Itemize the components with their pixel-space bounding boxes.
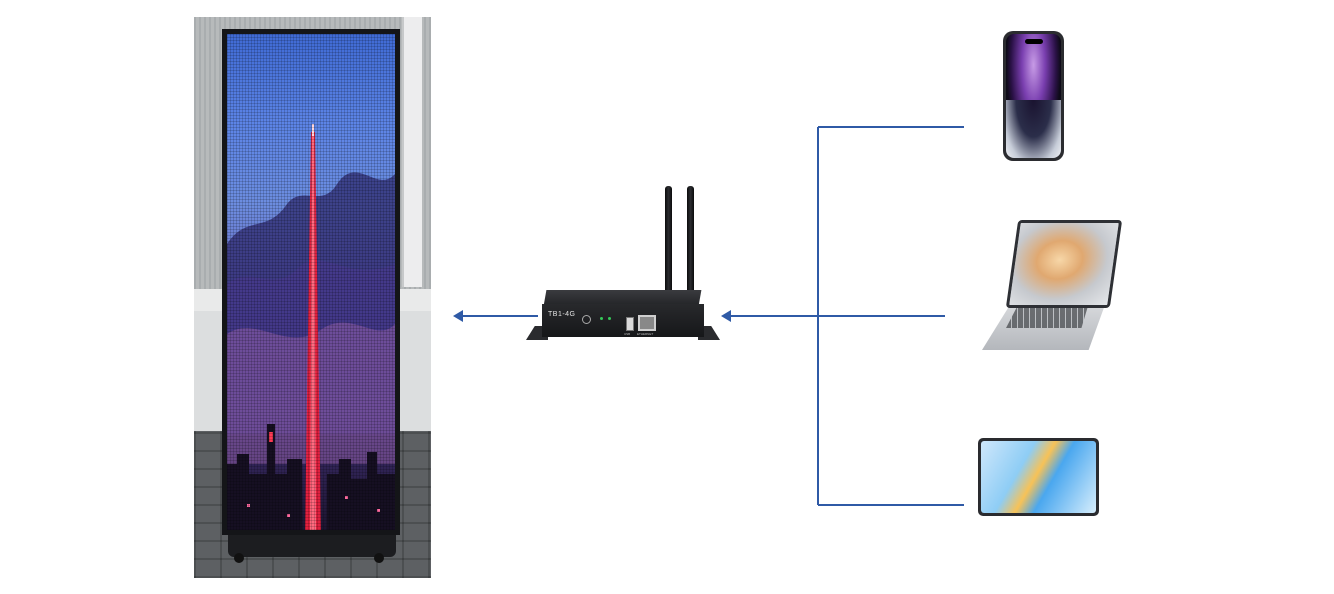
antenna-right — [687, 186, 694, 310]
arrow-head-controller — [721, 310, 731, 322]
status-led — [608, 317, 611, 320]
led-display-screen — [227, 34, 395, 530]
caster-wheel — [374, 553, 384, 563]
tb1-4g-controller: TB1-4G USB ETHERNET — [524, 186, 722, 346]
status-led — [600, 317, 603, 320]
sim-card-button — [582, 315, 591, 324]
phone-screen — [1006, 34, 1061, 158]
phone-dynamic-island — [1025, 39, 1043, 44]
screen-base-stand — [228, 535, 396, 557]
door-frame — [402, 17, 422, 287]
controller-model-label: TB1-4G — [548, 311, 576, 318]
tablet-screen — [981, 441, 1096, 513]
laptop-screen — [1005, 220, 1123, 308]
laptop-device — [978, 218, 1123, 352]
usb-port-label: USB — [624, 332, 631, 336]
caster-wheel — [234, 553, 244, 563]
usb-port-icon — [626, 317, 634, 331]
smartphone-device — [1003, 31, 1064, 161]
pixel-grid-overlay — [227, 34, 395, 530]
arrow-head-left — [453, 310, 463, 322]
ethernet-port-icon — [638, 315, 656, 331]
phone-wallpaper-lower — [1006, 100, 1061, 158]
city-tower-image — [227, 124, 395, 530]
led-poster-screen-photo — [194, 17, 431, 578]
laptop-keyboard — [1006, 306, 1088, 328]
laptop-wallpaper — [1009, 223, 1119, 305]
ethernet-port-label: ETHERNET — [637, 332, 654, 336]
tablet-device — [978, 438, 1099, 516]
controller-front-panel — [542, 304, 704, 337]
antenna-left — [665, 186, 672, 310]
